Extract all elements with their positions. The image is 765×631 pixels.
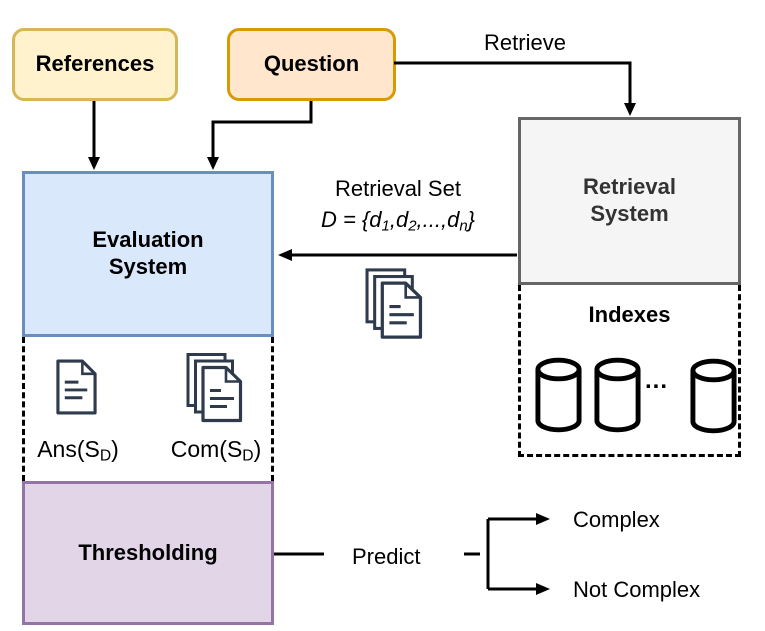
com-label-text: Com(S xyxy=(170,436,243,462)
arrowhead-to-complex xyxy=(536,513,550,525)
question-label: Question xyxy=(263,51,360,77)
not-complex-outcome-label: Not Complex xyxy=(573,577,701,602)
indexes-title: Indexes xyxy=(588,302,671,327)
com-label-close: ) xyxy=(253,436,262,462)
arrowhead-into-evaluation-side xyxy=(278,249,292,261)
evaluation-system-label: Evaluation System xyxy=(92,227,204,279)
complex-outcome-label: Complex xyxy=(573,507,660,532)
evaluation-system-node: Evaluation System xyxy=(22,171,274,337)
formula-sub: n xyxy=(459,217,468,235)
predict-fork-line xyxy=(464,517,536,591)
formula-part: ,...,d xyxy=(416,207,460,232)
arrowhead-into-retrieval xyxy=(624,103,636,116)
retrieval-set-formula: D = {d1,d2,...,dn} xyxy=(288,207,508,235)
formula-part: ,d xyxy=(389,207,409,232)
formula-part: D = {d xyxy=(320,207,382,232)
com-score-label: Com(SD) xyxy=(158,436,274,466)
thresholding-node: Thresholding xyxy=(22,481,274,625)
retrieve-edge-label: Retrieve xyxy=(484,30,566,55)
database-icon xyxy=(690,358,737,434)
database-icon xyxy=(535,357,582,433)
ans-label-close: ) xyxy=(111,436,119,462)
retrieval-system-node: Retrieval System xyxy=(518,117,741,285)
arrowhead-into-evaluation-left xyxy=(88,157,100,170)
ans-label-subscript: D xyxy=(99,447,112,465)
predict-label: Predict xyxy=(352,544,421,569)
question-node: Question xyxy=(227,28,396,101)
formula-sub: 2 xyxy=(408,217,417,235)
retrieval-set-title: Retrieval Set xyxy=(335,176,461,201)
arrow-question-to-retrieval xyxy=(394,61,632,104)
arrow-question-to-evaluation xyxy=(211,101,313,158)
references-node: References xyxy=(12,28,178,101)
signals-dashed-region xyxy=(22,337,274,481)
formula-sub: 1 xyxy=(381,217,390,235)
ans-score-label: Ans(SD) xyxy=(20,436,136,466)
arrowhead-to-not-complex xyxy=(536,583,550,595)
documents-stack-icon xyxy=(365,268,423,339)
database-icon xyxy=(594,357,641,433)
references-label: References xyxy=(35,51,155,77)
formula-part: } xyxy=(467,207,476,232)
ans-label-text: Ans(S xyxy=(37,436,100,462)
com-label-subscript: D xyxy=(242,447,254,465)
arrowhead-into-evaluation-right xyxy=(207,157,219,170)
retrieval-system-label: Retrieval System xyxy=(583,174,676,226)
documents-stack-icon xyxy=(186,353,243,423)
indexes-dashed-region: Indexes ... xyxy=(518,285,741,457)
ellipsis-dots: ... xyxy=(645,367,669,394)
thresholding-label: Thresholding xyxy=(78,539,218,565)
document-icon xyxy=(56,359,97,415)
